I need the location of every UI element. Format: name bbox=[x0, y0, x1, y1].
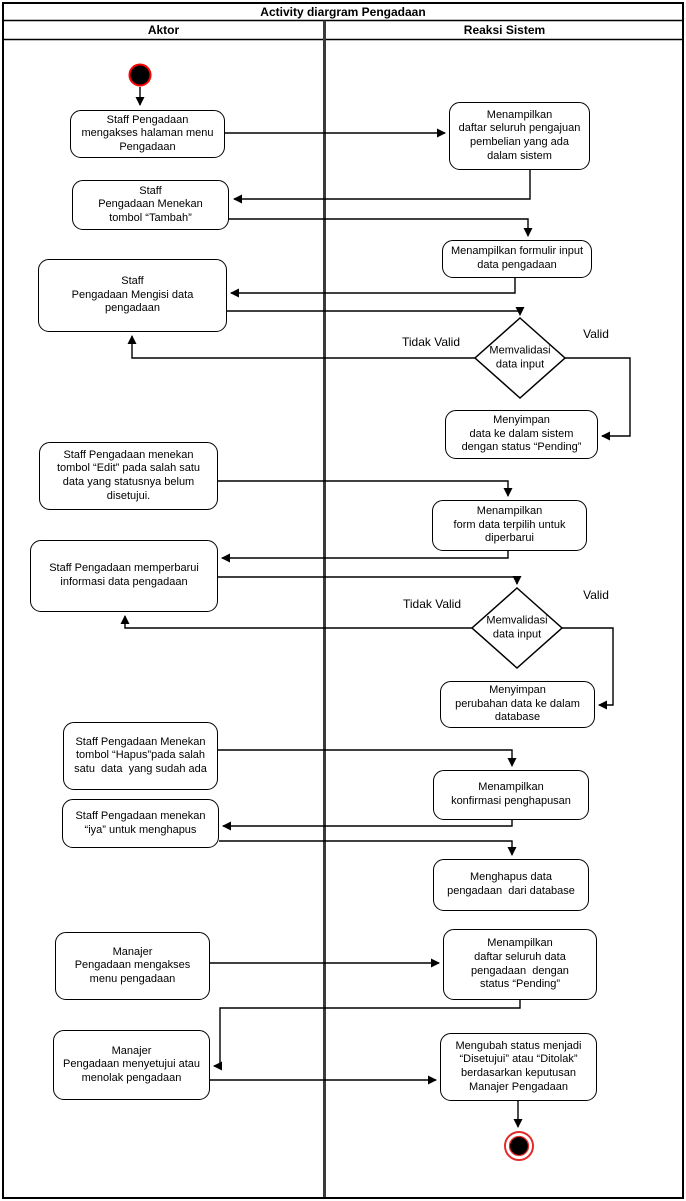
edge-r8-to-a9 bbox=[213, 1000, 521, 1071]
edge-d2-valid-to-r5 bbox=[562, 627, 614, 710]
activity-tampil-daftar-pengajuan: Menampilkan daftar seluruh pengajuan pem… bbox=[449, 102, 590, 170]
activity-tekan-tombol-tambah: Staff Pengadaan Menekan tombol “Tambah” bbox=[72, 180, 229, 230]
start-node bbox=[128, 63, 152, 87]
activity-tampil-daftar-pending: Menampilkan daftar seluruh data pengadaa… bbox=[443, 929, 597, 1000]
decision-validasi-1 bbox=[473, 316, 567, 400]
edge-label-tidak-valid-1: Tidak Valid bbox=[401, 335, 461, 349]
edge-label-valid-2: Valid bbox=[583, 588, 609, 602]
edge-label-valid-1: Valid bbox=[583, 327, 609, 341]
activity-tampil-formulir-input: Menampilkan formulir input data pengadaa… bbox=[442, 240, 592, 278]
edge-r4-to-a5 bbox=[221, 551, 509, 563]
activity-akses-halaman-menu: Staff Pengadaan mengakses halaman menu P… bbox=[70, 110, 225, 158]
edge-r1-to-a2 bbox=[233, 170, 531, 204]
activity-hapus-data-database: Menghapus data pengadaan dari database bbox=[433, 859, 589, 911]
lane-header-reaksi-sistem: Reaksi Sistem bbox=[463, 23, 546, 37]
edge-d2-tidakvalid-to-a5 bbox=[120, 615, 472, 629]
edge-r6-to-a7 bbox=[222, 820, 513, 831]
activity-manajer-akses-menu: Manajer Pengadaan mengakses menu pengada… bbox=[55, 932, 210, 1000]
connectors bbox=[120, 87, 631, 1128]
decision-validasi-2-label: Memvalidasi data input bbox=[486, 614, 548, 641]
activity-mengisi-data-pengadaan: Staff Pengadaan Mengisi data pengadaan bbox=[38, 259, 227, 332]
edge-d1-valid-to-r3 bbox=[565, 357, 631, 441]
activity-simpan-perubahan: Menyimpan perubahan data ke dalam databa… bbox=[440, 681, 595, 728]
activity-simpan-data-pending: Menyimpan data ke dalam sistem dengan st… bbox=[445, 410, 598, 459]
activity-ubah-status-keputusan: Mengubah status menjadi “Disetujui” atau… bbox=[440, 1033, 597, 1101]
activity-tekan-iya-menghapus: Staff Pengadaan menekan “iya” untuk meng… bbox=[62, 799, 219, 848]
diagram-title: Activity diargram Pengadaan bbox=[260, 4, 426, 19]
edge-a6-to-r6 bbox=[218, 749, 517, 767]
edge-a2-to-r2 bbox=[229, 218, 533, 237]
edge-a7-to-r7 bbox=[219, 840, 517, 856]
activity-tekan-tombol-hapus: Staff Pengadaan Menekan tombol “Hapus”pa… bbox=[63, 722, 218, 790]
end-node bbox=[504, 1131, 534, 1161]
activity-memperbarui-data: Staff Pengadaan memperbarui informasi da… bbox=[30, 540, 218, 612]
edge-a5-to-d2 bbox=[218, 576, 522, 585]
activity-tekan-tombol-edit: Staff Pengadaan menekan tombol “Edit” pa… bbox=[39, 442, 218, 510]
edge-a3-to-d1 bbox=[227, 307, 525, 316]
activity-manajer-menyetujui-menolak: Manajer Pengadaan menyetujui atau menola… bbox=[53, 1030, 210, 1100]
activity-tampil-konfirmasi-hapus: Menampilkan konfirmasi penghapusan bbox=[433, 770, 589, 820]
decision-validasi-1-label: Memvalidasi data input bbox=[489, 344, 551, 371]
edge-a4-to-r4 bbox=[218, 480, 513, 497]
lane-header-aktor: Aktor bbox=[147, 23, 180, 37]
decision-shapes bbox=[470, 316, 567, 670]
edge-label-tidak-valid-2: Tidak Valid bbox=[402, 597, 462, 611]
edge-r2-to-a3 bbox=[230, 278, 516, 298]
decision-validasi-2 bbox=[470, 586, 564, 670]
activity-tampil-form-terpilih: Menampilkan form data terpilih untuk dip… bbox=[432, 500, 587, 551]
edge-d1-tidakvalid-to-a3 bbox=[127, 335, 475, 359]
